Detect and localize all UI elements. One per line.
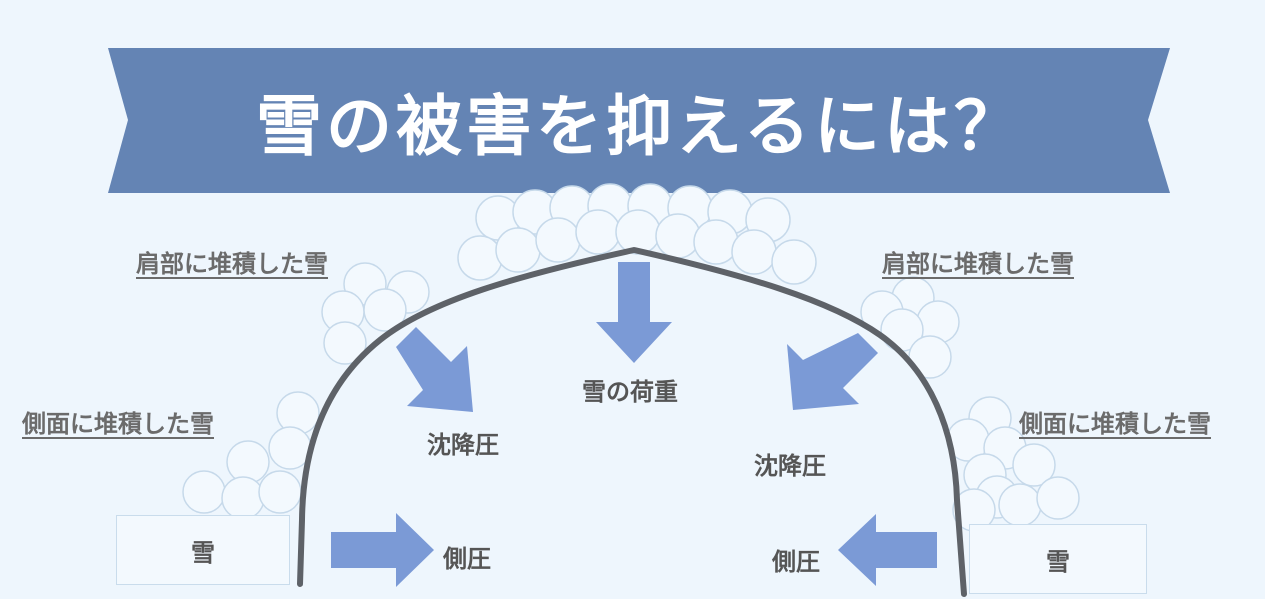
settlement-pressure-label-right: 沈降圧 xyxy=(754,452,826,480)
page-title: 雪の被害を抑えるには？ xyxy=(255,87,1025,165)
side-snow-label-right: 側面に堆積した雪 xyxy=(1019,410,1211,438)
shoulder-snow-label-left: 肩部に堆積した雪 xyxy=(136,250,328,278)
lateral-arrow-right xyxy=(838,514,937,586)
snowballs-right-shoulder xyxy=(860,276,960,379)
snowballs-left-shoulder xyxy=(321,262,430,365)
settlement-pressure-label-left: 沈降圧 xyxy=(427,431,499,459)
snowballs-right-side xyxy=(946,396,1080,532)
lateral-pressure-label-right: 側圧 xyxy=(772,548,820,576)
lateral-arrow-left xyxy=(331,513,434,587)
side-snow-label-left: 側面に堆積した雪 xyxy=(22,410,214,438)
snow-block-left: 雪 xyxy=(116,515,290,585)
snow-block-left-label: 雪 xyxy=(191,538,215,567)
banner-ribbon xyxy=(108,48,1170,193)
snow-load-label: 雪の荷重 xyxy=(582,378,678,406)
snow-block-right: 雪 xyxy=(969,524,1147,594)
snowballs-left-side xyxy=(182,391,320,520)
lateral-pressure-label-left: 側圧 xyxy=(443,545,491,573)
snowballs-top xyxy=(457,183,817,285)
settlement-arrow-right xyxy=(787,333,878,410)
snow-block-right-label: 雪 xyxy=(1046,547,1070,576)
settlement-arrow-left xyxy=(396,327,473,412)
tunnel-frame xyxy=(297,247,967,597)
shoulder-snow-label-right: 肩部に堆積した雪 xyxy=(882,250,1074,278)
snow-load-arrow xyxy=(596,262,672,363)
